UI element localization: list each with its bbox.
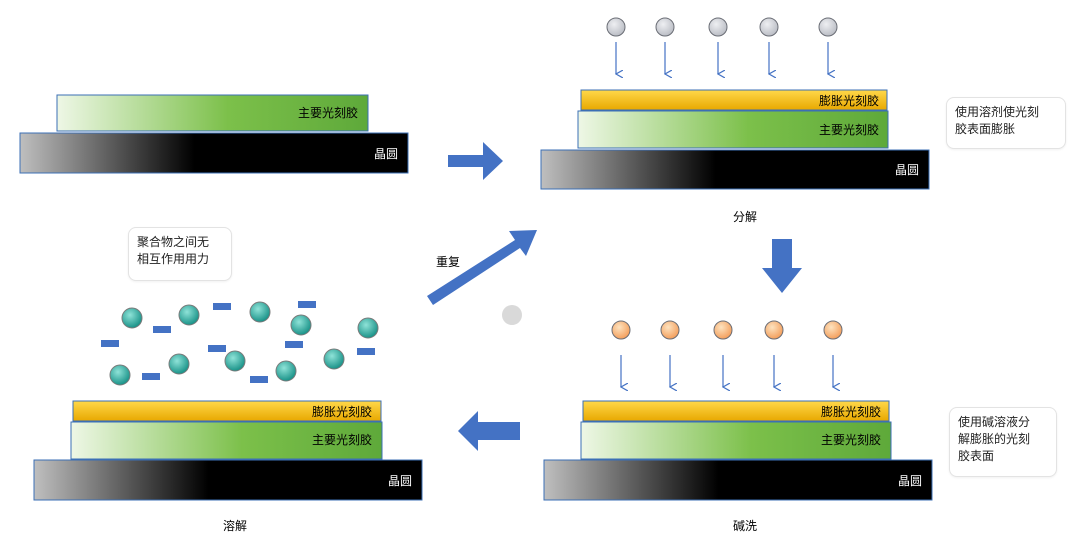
step-repeat-label: 重复 xyxy=(436,255,460,269)
alkali-particles xyxy=(611,320,843,340)
wafer-layer xyxy=(543,459,933,501)
swollen-resist-label: 膨胀光刻胶 xyxy=(312,404,372,419)
stage-swelling: 膨胀光刻胶 主要光刻胶 晶圆 分解 xyxy=(540,17,930,224)
polymer-ball xyxy=(249,301,271,323)
down-arrows xyxy=(621,355,833,387)
swollen-resist-layer xyxy=(72,400,382,422)
solvent-particle xyxy=(606,17,626,37)
main-resist-layer xyxy=(577,110,889,149)
note-line: 相互作用用力 xyxy=(137,252,210,266)
step-dissolve-label: 溶解 xyxy=(223,518,247,533)
arrow-repeat-icon xyxy=(427,230,537,305)
center-dot xyxy=(502,305,522,325)
main-resist-label: 主要光刻胶 xyxy=(819,122,879,137)
solvent-particle xyxy=(759,17,779,37)
stage-dissolve: 膨胀光刻胶 主要光刻胶 晶圆 溶解 xyxy=(33,301,423,533)
main-resist-label: 主要光刻胶 xyxy=(821,432,881,447)
note-alkaline-dissolve: 使用碱溶液分 解膨胀的光刻 胶表面 xyxy=(949,407,1057,477)
polymer-chip xyxy=(208,345,226,352)
stage-initial: 主要光刻胶 晶圆 xyxy=(19,94,409,174)
solvent-particle xyxy=(655,17,675,37)
step-decompose-label: 分解 xyxy=(733,210,757,224)
swollen-resist-label: 膨胀光刻胶 xyxy=(819,93,879,108)
stage-alkaline-wash: 膨胀光刻胶 主要光刻胶 晶圆 碱洗 xyxy=(543,320,933,533)
note-line: 聚合物之间无 xyxy=(137,235,210,249)
polymer-ball xyxy=(323,348,345,370)
alkali-particle xyxy=(764,320,784,340)
wafer-label: 晶圆 xyxy=(374,147,398,161)
solvent-particle xyxy=(818,17,838,37)
swollen-resist-label: 膨胀光刻胶 xyxy=(821,404,881,419)
swollen-resist-layer xyxy=(580,89,888,111)
wafer-layer xyxy=(33,459,423,501)
arrow-left-icon xyxy=(458,411,520,451)
polymer-chip xyxy=(298,301,316,308)
wafer-label: 晶圆 xyxy=(895,163,919,177)
polymer-chip xyxy=(285,341,303,348)
polymer-ball xyxy=(121,307,143,329)
alkali-particle xyxy=(611,320,631,340)
polymer-ball xyxy=(224,350,246,372)
arrow-down-icon xyxy=(762,239,802,293)
polymer-fragments xyxy=(101,301,379,386)
note-line: 胶表面 xyxy=(958,449,995,463)
alkali-particle xyxy=(713,320,733,340)
note-line: 解膨胀的光刻 xyxy=(958,432,1031,446)
wafer-layer xyxy=(540,149,930,190)
alkali-particle xyxy=(823,320,843,340)
wafer-layer xyxy=(19,132,409,174)
note-line: 胶表面膨胀 xyxy=(955,122,1016,136)
polymer-ball xyxy=(178,304,200,326)
polymer-ball xyxy=(275,360,297,382)
main-resist-layer xyxy=(56,94,369,132)
polymer-chip xyxy=(142,373,160,380)
main-resist-layer xyxy=(580,421,892,460)
note-solvent-swell: 使用溶剂使光刻 胶表面膨胀 xyxy=(946,97,1066,149)
polymer-chip xyxy=(250,376,268,383)
main-resist-label: 主要光刻胶 xyxy=(298,105,358,120)
polymer-ball xyxy=(168,353,190,375)
polymer-ball xyxy=(357,317,379,339)
note-line: 使用碱溶液分 xyxy=(958,415,1031,429)
main-resist-label: 主要光刻胶 xyxy=(312,432,372,447)
note-line: 使用溶剂使光刻 xyxy=(955,105,1040,119)
solvent-particle xyxy=(708,17,728,37)
solvent-particles xyxy=(606,17,838,37)
down-arrows xyxy=(616,42,828,74)
note-no-interaction: 聚合物之间无 相互作用用力 xyxy=(128,227,232,281)
wafer-label: 晶圆 xyxy=(388,474,412,488)
arrow-right-icon xyxy=(448,142,503,180)
step-alkaline-wash-label: 碱洗 xyxy=(733,519,757,533)
wafer-label: 晶圆 xyxy=(898,474,922,488)
main-resist-layer xyxy=(70,421,383,460)
polymer-chip xyxy=(101,340,119,347)
polymer-ball xyxy=(109,364,131,386)
polymer-chip xyxy=(213,303,231,310)
polymer-chip xyxy=(153,326,171,333)
polymer-chip xyxy=(357,348,375,355)
polymer-ball xyxy=(290,314,312,336)
alkali-particle xyxy=(660,320,680,340)
swollen-resist-layer xyxy=(582,400,890,422)
